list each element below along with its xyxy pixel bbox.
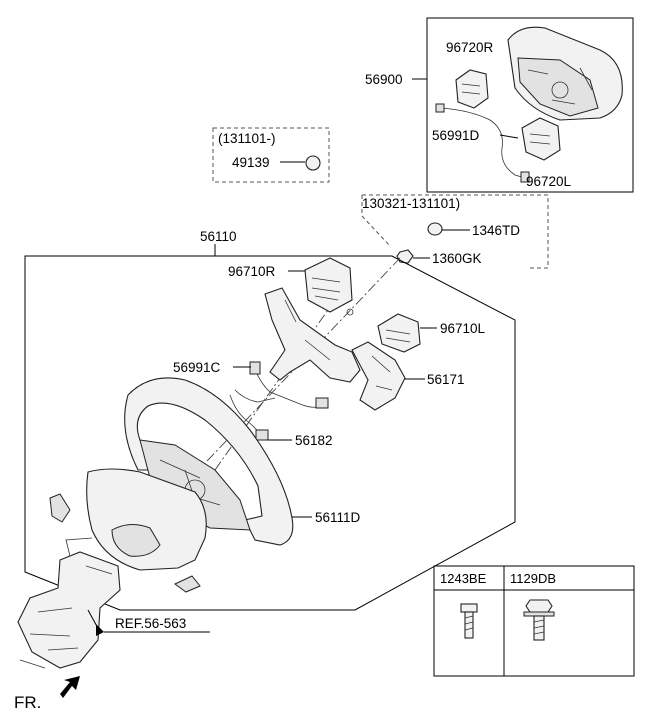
airbag-module-frame <box>426 17 634 193</box>
label-56900: 56900 <box>365 72 403 87</box>
front-arrow-icon <box>60 676 80 698</box>
bezel-frame-shape <box>264 287 361 383</box>
date-range-box-1 <box>212 127 330 183</box>
nut-49139-shape <box>305 155 321 171</box>
label-1346TD: 1346TD <box>472 223 520 238</box>
label-56182: 56182 <box>295 433 333 448</box>
table-header-1243BE: 1243BE <box>440 571 487 586</box>
steering-wheel-assy-frame <box>24 244 516 611</box>
wire-56182-shape <box>229 394 292 441</box>
date-range-box-2 <box>361 194 549 269</box>
label-96710R: 96710R <box>228 264 276 279</box>
switch-96720L-shape <box>521 117 561 161</box>
label-96720L: 96720L <box>526 174 572 189</box>
label-56111D: 56111D <box>315 510 361 525</box>
label-56991C: 56991C <box>173 360 221 375</box>
part-1346TD-shape <box>427 222 443 236</box>
bezel-56171-shape <box>351 341 425 411</box>
table-header-1129DB: 1129DB <box>510 571 556 586</box>
remote-switch-96710L-shape <box>377 313 437 353</box>
label-56110: 56110 <box>200 229 237 244</box>
bolt-1129DB-shape <box>523 599 555 641</box>
label-56991D: 56991D <box>432 128 480 143</box>
label-56171: 56171 <box>427 372 465 387</box>
wire-56991D-shape <box>435 103 530 183</box>
label-date-range-2: 130321-131101) <box>362 196 460 211</box>
fastener-table <box>433 565 635 677</box>
part-1360GK-shape <box>396 249 414 264</box>
label-fr: FR. <box>14 693 41 712</box>
label-1360GK: 1360GK <box>432 251 482 266</box>
wire-56991C-shape <box>233 361 329 409</box>
cover-56111D-shape <box>49 468 312 593</box>
label-date-range-1: (131101-) <box>218 131 276 146</box>
label-96710L: 96710L <box>440 321 486 336</box>
label-96720R: 96720R <box>446 40 494 55</box>
front-direction-indicator <box>60 676 80 698</box>
airbag-module-shape <box>507 26 623 121</box>
label-ref-56-563: REF.56-563 <box>115 616 186 631</box>
remote-switch-96710R-shape <box>288 257 354 316</box>
airbag-module-group <box>412 17 634 193</box>
switch-96720R-shape <box>455 69 489 109</box>
label-49139: 49139 <box>232 155 270 170</box>
steering-column-shape <box>17 537 210 669</box>
bolt-1243BE-shape <box>460 603 478 639</box>
